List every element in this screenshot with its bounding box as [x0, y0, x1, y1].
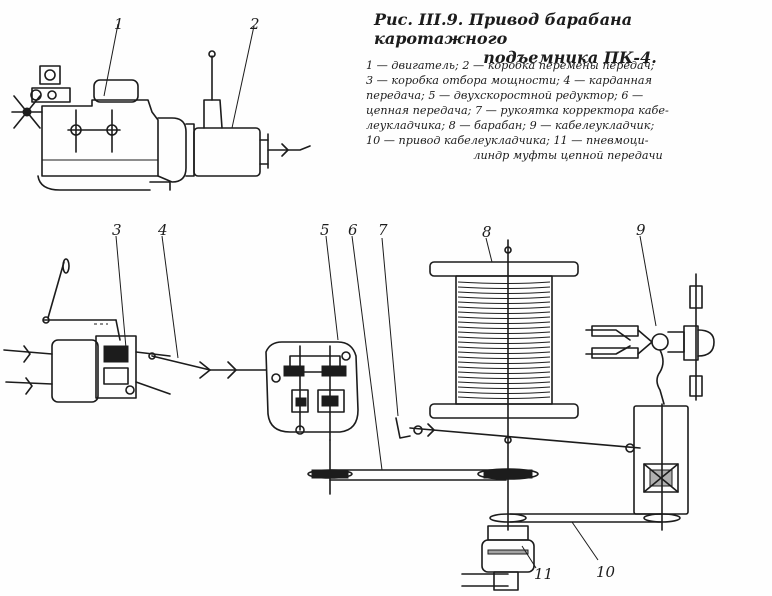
- drum-winding: [457, 296, 551, 299]
- drum-winding: [457, 286, 551, 289]
- drum-winding: [457, 361, 551, 364]
- drum-winding: [457, 376, 551, 379]
- power-take-off-box: [3, 258, 171, 403]
- label-3: 3: [112, 221, 122, 239]
- drum-winding: [457, 291, 551, 294]
- leader-line-2: [231, 25, 255, 129]
- caption-title-line-2: подъемника ПК-4.: [483, 48, 657, 67]
- drum-winding: [457, 316, 551, 319]
- label-8: 8: [482, 223, 492, 241]
- drum-winding: [457, 301, 551, 304]
- drum-winding: [457, 391, 551, 394]
- drum-winding: [457, 281, 551, 284]
- label-7: 7: [378, 221, 388, 239]
- drum-winding: [457, 371, 551, 374]
- cardan-shaft: [148, 352, 267, 379]
- legend-line: передача; 5 — двухскоростной редуктор; 6…: [366, 89, 644, 102]
- leader-line-1: [103, 23, 119, 97]
- leader-line-3: [115, 235, 127, 349]
- drum-winding: [457, 326, 551, 329]
- leader-line-10: [571, 521, 599, 561]
- leader-line-9: [639, 235, 657, 327]
- label-1: 1: [114, 15, 124, 33]
- leader-line-8: [485, 237, 493, 263]
- gearbox-side-view: [193, 50, 311, 177]
- caption-title-line-1: Рис. III.9. Привод барабана каротажного: [374, 10, 633, 48]
- leader-line-5: [325, 235, 339, 341]
- chain-drive: [307, 439, 539, 495]
- legend-line: леукладчика; 8 — барабан; 9 — кабелеукла…: [366, 119, 655, 132]
- drum-winding: [457, 346, 551, 349]
- leader-line-6: [351, 235, 383, 471]
- cable-drum: [429, 239, 631, 531]
- drum-winding: [457, 341, 551, 344]
- drum-winding: [457, 306, 551, 309]
- drum-winding: [457, 321, 551, 324]
- leader-line-7: [381, 237, 399, 417]
- engine-side-view: [11, 65, 195, 191]
- label-11: 11: [534, 565, 554, 583]
- label-10: 10: [596, 563, 616, 581]
- cable-layer: [591, 273, 715, 405]
- legend-line: цепная передача; 7 — рукоятка корректора…: [366, 104, 669, 117]
- cable-layer-drive: [489, 403, 689, 531]
- drum-winding: [457, 331, 551, 334]
- pneumatic-cylinder: [461, 525, 535, 591]
- figure-caption: Рис. III.9. Привод барабана каротажного …: [374, 10, 766, 67]
- drum-winding: [457, 366, 551, 369]
- legend-line: 3 — коробка отбора мощности; 4 — карданн…: [366, 74, 652, 87]
- label-2: 2: [250, 15, 260, 33]
- drum-winding: [457, 351, 551, 354]
- two-speed-reducer: [265, 341, 359, 441]
- drum-winding: [457, 396, 551, 399]
- label-9: 9: [636, 221, 646, 239]
- leader-line-11: [521, 545, 537, 569]
- legend-line: линдр муфты цепной передачи: [473, 149, 663, 162]
- figure-legend: 1 — двигатель; 2 — коробка перемены пере…: [366, 58, 770, 163]
- drum-winding: [457, 336, 551, 339]
- legend-line: 10 — привод кабелеукладчика; 11 — пневмо…: [366, 134, 649, 147]
- legend-line: 1 — двигатель; 2 — коробка перемены пере…: [366, 59, 655, 72]
- drum-winding: [457, 381, 551, 384]
- label-4: 4: [158, 221, 168, 239]
- drum-winding: [457, 356, 551, 359]
- label-5: 5: [320, 221, 330, 239]
- drum-winding: [457, 311, 551, 314]
- corrector-handle: [395, 417, 641, 449]
- leader-line-4: [161, 235, 179, 359]
- label-6: 6: [348, 221, 358, 239]
- drum-winding: [457, 386, 551, 389]
